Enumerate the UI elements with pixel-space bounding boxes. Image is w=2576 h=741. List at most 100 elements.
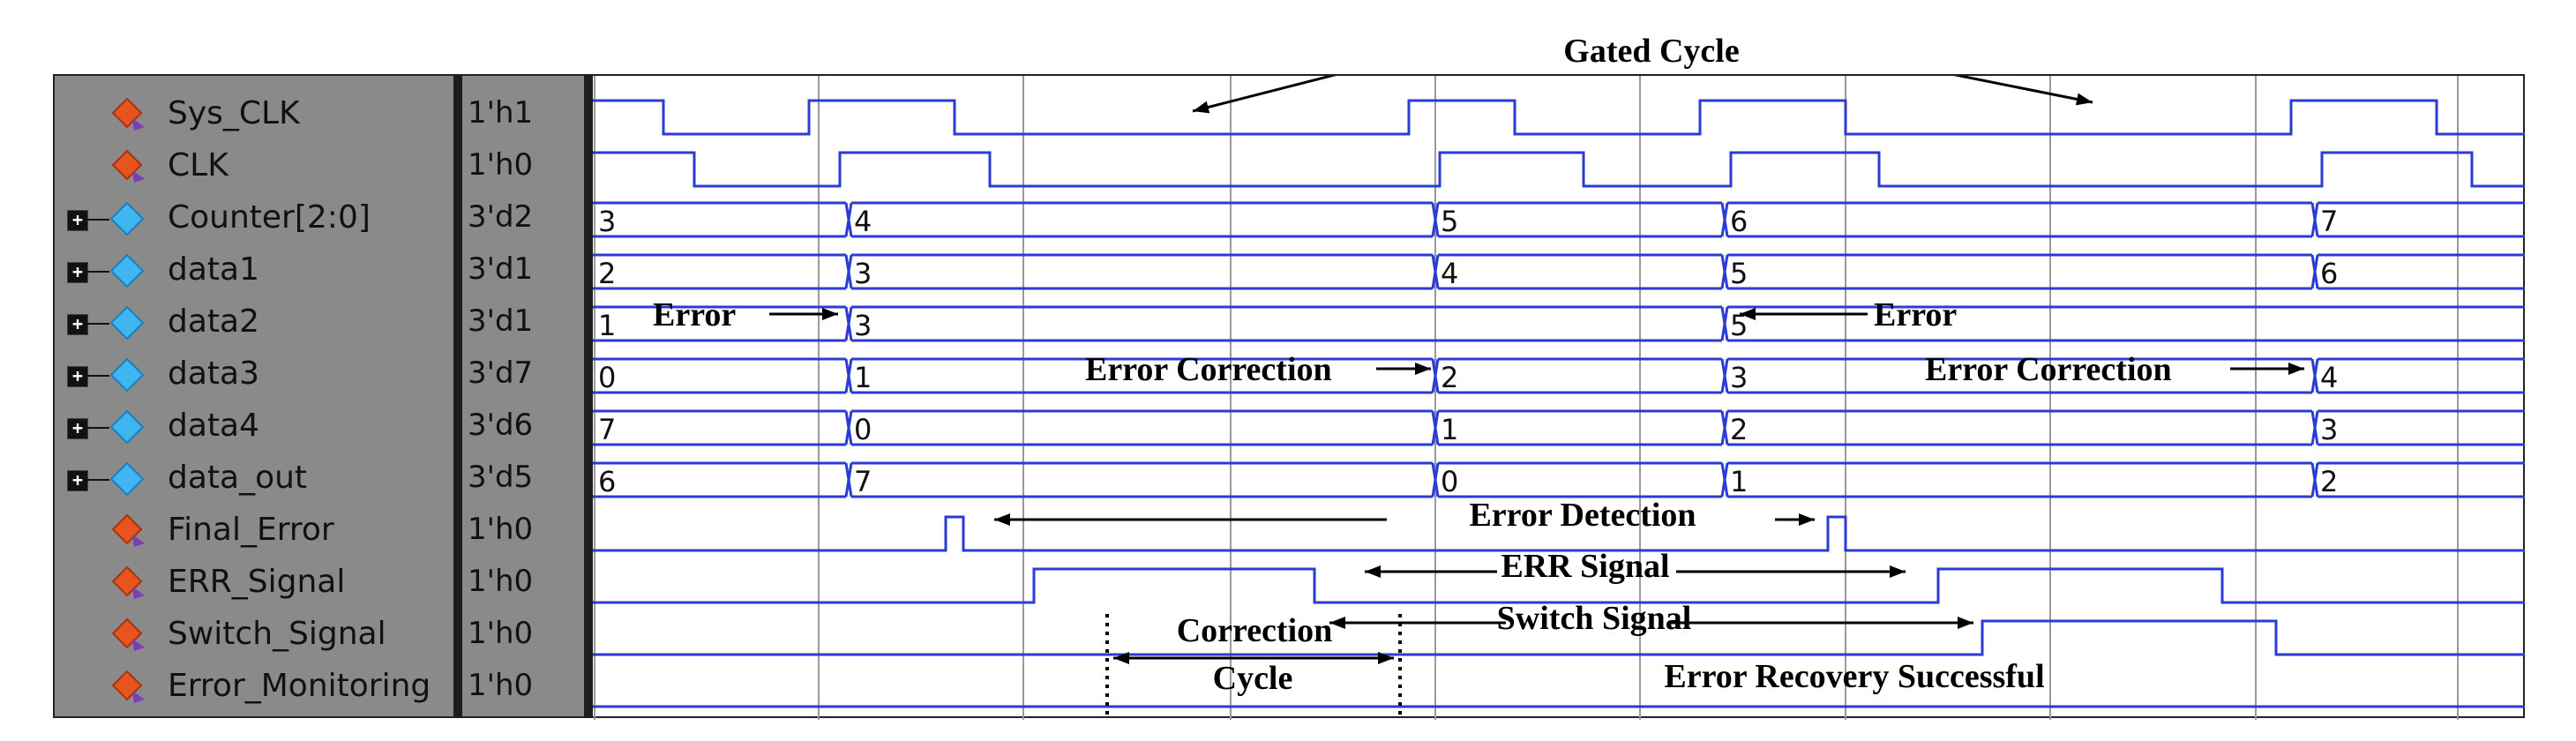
bus-transition [1720, 358, 1729, 393]
bit-signal-icon [111, 670, 145, 703]
signal-row[interactable]: ERR_Signal [55, 557, 457, 608]
signal-name: ERR_Signal [168, 564, 346, 600]
bit-waveform [593, 567, 2525, 604]
arrowhead [1415, 363, 1431, 375]
err-signal-label: ERR Signal [1501, 548, 1669, 585]
signal-row[interactable]: + Counter[2:0] [55, 192, 457, 243]
bus-value: 2 [1441, 361, 1458, 394]
arrowhead [1378, 652, 1394, 664]
bus-value: 3 [598, 205, 616, 238]
signal-name: Error_Monitoring [168, 668, 431, 704]
tree-connector [86, 479, 109, 481]
error-label: Error [1874, 296, 1957, 333]
expand-icon[interactable]: + [67, 314, 88, 335]
bus-value: 1 [598, 309, 616, 342]
signal-value: 1'h0 [468, 668, 534, 703]
signal-value: 1'h0 [468, 147, 534, 183]
correction-cycle-label: Correction [1177, 612, 1333, 649]
bit-waveform [593, 619, 2525, 656]
bus-value: 2 [598, 257, 616, 290]
correction-cycle-label: Cycle [1213, 660, 1293, 697]
bus-signal-icon [109, 305, 145, 341]
bus-value: 2 [1730, 413, 1748, 446]
bit-signal-icon [111, 97, 145, 131]
bus-transition [844, 202, 853, 237]
signal-row[interactable]: + data4 [55, 400, 457, 452]
bus-value: 5 [1730, 309, 1748, 342]
error-recovery-label: Error Recovery Successful [1664, 658, 2044, 695]
bus-signal-icon [109, 461, 145, 497]
expand-icon[interactable]: + [67, 418, 88, 439]
bus-value: 0 [598, 361, 616, 394]
bus-transition [2310, 202, 2319, 237]
bus-transition [844, 358, 853, 393]
tree-connector [86, 219, 109, 221]
arrowhead [2075, 93, 2093, 106]
signal-row[interactable]: CLK [55, 140, 457, 191]
bus-value: 6 [2320, 257, 2338, 290]
signal-name: Counter[2:0] [168, 199, 371, 236]
expand-icon[interactable]: + [67, 366, 88, 387]
arrowhead [1193, 101, 1210, 114]
signal-value: 1'h0 [468, 512, 534, 547]
arrowhead [1799, 513, 1815, 526]
bus-transition [844, 410, 853, 445]
signal-name: Sys_CLK [168, 95, 300, 131]
tree-connector [86, 323, 109, 325]
bus-value: 6 [598, 465, 616, 498]
bus-transition [2310, 254, 2319, 289]
bus-transition [2310, 410, 2319, 445]
bit-waveform [593, 515, 2525, 552]
bus-transition [2310, 358, 2319, 393]
arrowhead [822, 308, 838, 320]
panel-divider[interactable] [584, 74, 593, 718]
signal-row[interactable]: Switch_Signal [55, 609, 457, 660]
signal-row[interactable]: Error_Monitoring [55, 661, 457, 712]
bus-transition [1720, 254, 1729, 289]
bus-transition [844, 462, 853, 498]
bus-transition [1720, 202, 1729, 237]
switch-signal-label: Switch Signal [1497, 600, 1692, 637]
arrowhead [1890, 565, 1906, 578]
signal-row[interactable]: + data2 [55, 296, 457, 348]
signal-name: data2 [168, 303, 259, 340]
arrowhead [1740, 308, 1756, 320]
gated-cycle-label: Gated Cycle [1563, 33, 1739, 70]
arrowhead [1113, 652, 1129, 664]
panel-divider[interactable] [453, 74, 462, 718]
signal-name: data_out [168, 460, 308, 496]
signal-row[interactable]: + data_out [55, 453, 457, 504]
bus-value: 0 [1441, 465, 1458, 498]
bus-transition [1720, 410, 1729, 445]
signal-name: CLK [168, 147, 228, 183]
expand-icon[interactable]: + [67, 262, 88, 283]
tree-connector [86, 271, 109, 273]
error-correction-label: Error Correction [1085, 351, 1332, 388]
bus-value: 5 [1730, 257, 1748, 290]
bus-value: 2 [2320, 465, 2338, 498]
signal-row[interactable]: + data3 [55, 348, 457, 400]
bit-waveform [593, 151, 2525, 188]
signal-name: data4 [168, 408, 259, 444]
bus-value: 6 [1730, 205, 1748, 238]
expand-icon[interactable]: + [67, 470, 88, 491]
bus-signal-icon [109, 201, 145, 236]
signal-value: 3'd7 [468, 356, 534, 391]
signal-row[interactable]: +data1 [55, 244, 457, 296]
annotation-overlay: Gated Cycle [1563, 33, 1739, 70]
bus-value: 7 [854, 465, 872, 498]
signal-row[interactable]: Final_Error [55, 505, 457, 556]
signal-value: 3'd1 [468, 251, 534, 287]
signal-row[interactable]: Sys_CLK [55, 88, 457, 139]
bit-waveform [593, 99, 2525, 136]
signal-name: data3 [168, 356, 259, 392]
error-label: Error [653, 296, 736, 333]
arrowhead [994, 513, 1010, 526]
expand-icon[interactable]: + [67, 210, 88, 231]
signal-value: 1'h0 [468, 564, 534, 599]
bus-value: 7 [598, 413, 616, 446]
